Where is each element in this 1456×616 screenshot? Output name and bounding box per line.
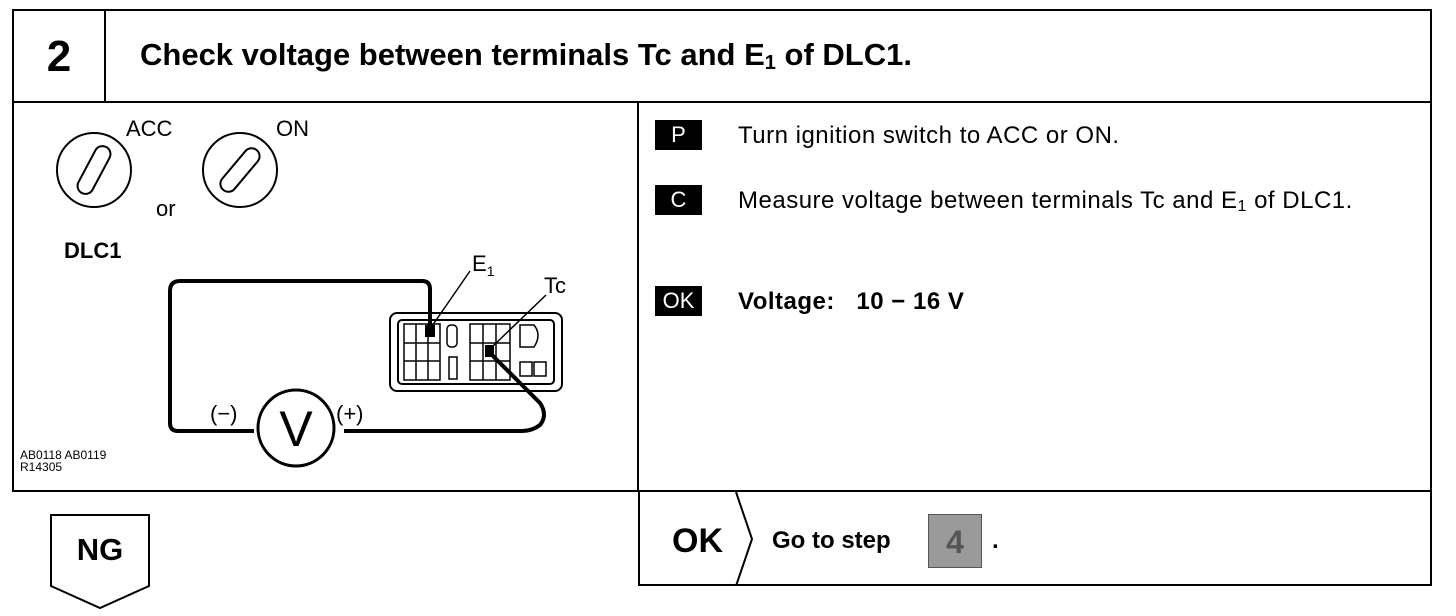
ng-branch-shape <box>50 514 150 610</box>
goto-period: . <box>992 527 999 554</box>
ok-voltage-value: 10 − 16 V <box>856 288 965 315</box>
instruction-check: C Measure voltage between terminals Tc a… <box>655 185 1420 223</box>
ok-voltage-label: Voltage: <box>738 288 835 315</box>
ok-text: Voltage: 10 − 16 V <box>738 286 964 318</box>
step-title: Check voltage between terminals Tc and E… <box>140 37 912 75</box>
switch-acc-label: ACC <box>126 116 173 141</box>
instruction-prepare: P Turn ignition switch to ACC or ON. <box>655 120 1120 152</box>
negative-test-lead <box>168 279 432 433</box>
title-prefix: Check voltage between terminals Tc and E <box>140 37 765 72</box>
instruction-panel: P Turn ignition switch to ACC or ON. C M… <box>639 103 1430 490</box>
figure-code-line-2: R14305 <box>20 460 63 474</box>
ok-result-box <box>638 492 1432 586</box>
goto-text: Go to step <box>772 527 891 554</box>
figure-code-line-1: AB0118 AB0119 <box>20 448 107 462</box>
prepare-badge: P <box>655 120 702 150</box>
ng-label: NG <box>76 532 124 567</box>
dlc1-voltage-diagram: ACC ON or DLC1 <box>56 116 566 468</box>
check-badge: C <box>655 185 702 215</box>
switch-on-label: ON <box>276 116 309 141</box>
step-number: 2 <box>14 11 106 101</box>
negative-terminal-label: (−) <box>210 401 238 426</box>
terminal-tc-label: Tc <box>544 273 566 298</box>
positive-test-lead <box>344 351 546 433</box>
dlc1-connector-icon <box>389 312 563 392</box>
figure-codes: AB0118 AB0119 R14305 <box>20 449 106 473</box>
or-label: or <box>156 196 176 221</box>
step-panel: 2 Check voltage between terminals Tc and… <box>12 9 1432 492</box>
title-subscript: 1 <box>764 52 776 74</box>
voltmeter-icon <box>256 388 336 468</box>
voltmeter-symbol: V <box>279 401 313 457</box>
check-text: Measure voltage between terminals Tc and… <box>738 187 1353 215</box>
diagram-panel: ACC ON or DLC1 <box>14 103 639 490</box>
instruction-ok: OK Voltage: 10 − 16 V <box>655 286 964 318</box>
title-suffix: of DLC1. <box>775 37 912 72</box>
ok-badge: OK <box>655 286 702 316</box>
ignition-switch-acc-icon <box>56 132 132 208</box>
positive-terminal-label: (+) <box>336 401 364 426</box>
connector-label: DLC1 <box>64 238 121 263</box>
ok-result-label: OK <box>672 522 723 560</box>
ok-arrow-divider <box>735 492 754 586</box>
step-header: 2 Check voltage between terminals Tc and… <box>14 11 1430 103</box>
goto-step-link[interactable]: 4 <box>928 514 982 568</box>
ignition-switch-on-icon <box>202 132 278 208</box>
terminal-e1-label: E1 <box>472 251 495 279</box>
prepare-text: Turn ignition switch to ACC or ON. <box>738 122 1120 149</box>
